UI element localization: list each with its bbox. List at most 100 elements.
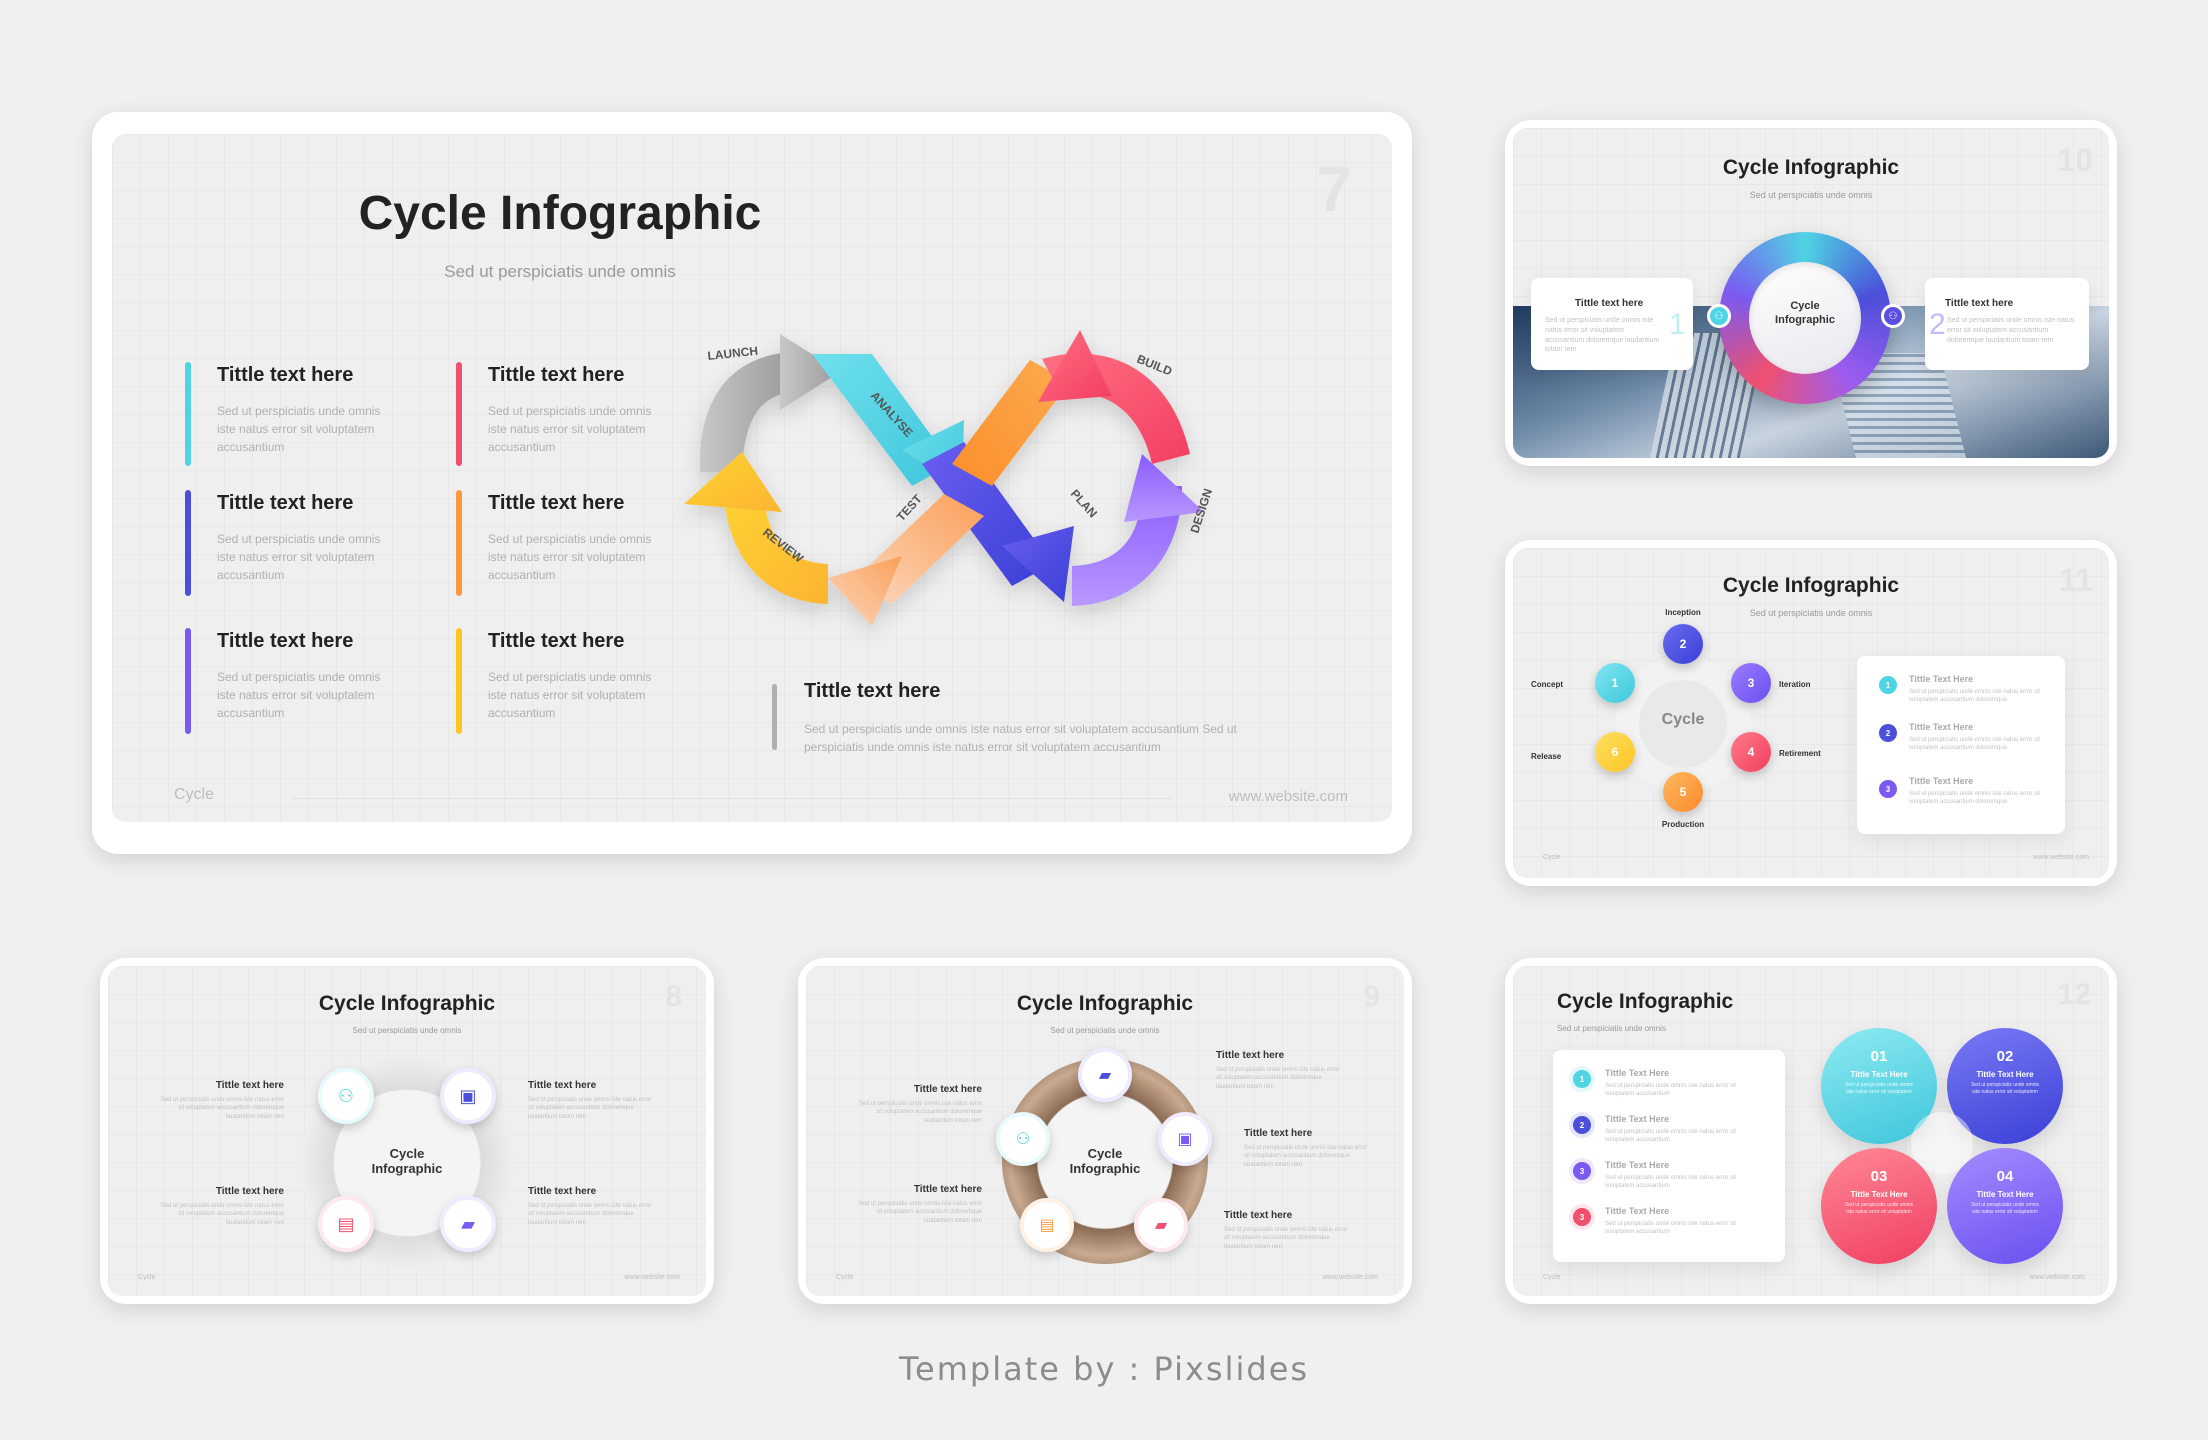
box-title: Tittle text here — [1575, 298, 1644, 309]
cycle-node-6: 6 — [1595, 732, 1635, 772]
item-title: Tittle text here — [488, 492, 625, 514]
item-body: Sed ut perspiciatis unde omnis iste natu… — [160, 1097, 284, 1120]
item-title: Tittle text here — [215, 1186, 284, 1197]
list-num: 2 — [1573, 1116, 1591, 1134]
box-number: 2 — [1929, 308, 1946, 341]
cycle-node-1: 1 — [1595, 663, 1635, 703]
node-label: Release — [1531, 752, 1562, 761]
item-body: Sed ut perspiciatis unde omnis iste natu… — [488, 670, 652, 720]
briefcase-icon: ▤ — [318, 1196, 374, 1252]
footer-left: Cycle — [174, 786, 215, 803]
list-num: 3 — [1573, 1208, 1591, 1226]
slide-11-card[interactable]: 11 Cycle Infographic Sed ut perspiciatis… — [1505, 540, 2117, 886]
footer-left: Cycle — [1543, 1274, 1561, 1281]
contact-icon: ▣ — [440, 1068, 496, 1124]
list-title: Tittle Text Here — [1909, 776, 1974, 786]
petal-body: Sed ut perspiciatis unde omnis iste natu… — [1970, 1202, 2040, 1215]
node-label: Retirement — [1779, 749, 1821, 758]
info-box-1: Tittle text here Sed ut perspiciatis und… — [1531, 278, 1693, 370]
item-bar — [456, 490, 462, 596]
petal-number: 04 — [1996, 1168, 2014, 1185]
footer-right: www.website.com — [624, 1274, 680, 1281]
cycle-node-5: 5 — [1663, 772, 1703, 812]
bottom-bar — [772, 684, 777, 750]
slide-7: 7 Cycle Infographic Sed ut perspiciatis … — [112, 134, 1392, 822]
cycle-node-3: 3 — [1731, 663, 1771, 703]
connector-icon: ⚇ — [1881, 304, 1905, 328]
item-bar — [185, 628, 191, 734]
box-body: Sed ut perspiciatis unde omnis iste natu… — [1947, 317, 2075, 344]
list-num: 3 — [1879, 780, 1897, 798]
cycle-center: Cycle — [1661, 711, 1705, 728]
slide-title: Cycle Infographic — [1722, 156, 1900, 179]
slide-title: Cycle Infographic — [318, 992, 496, 1015]
item-bar — [456, 362, 462, 466]
item-title: Tittle text here — [215, 1080, 284, 1091]
item-title: Tittle text here — [217, 364, 354, 386]
node-label: Inception — [1665, 608, 1701, 617]
item-body: Sed ut perspiciatis unde omnis iste natu… — [488, 532, 652, 582]
slide-subtitle: Sed ut perspiciatis unde omnis — [1749, 608, 1873, 618]
item-title: Tittle text here — [913, 1184, 982, 1195]
bottom-body: Sed ut perspiciatis unde omnis iste natu… — [804, 722, 1237, 754]
template-credit: Template by : Pixslides — [898, 1350, 1310, 1388]
item-title: Tittle text here — [913, 1084, 982, 1095]
footer-left: Cycle — [138, 1274, 156, 1281]
petal-number: 02 — [1996, 1048, 2014, 1065]
petal-title: Tittle Text Here — [1850, 1070, 1908, 1079]
slide-12-card[interactable]: 12 Cycle Infographic Sed ut perspiciatis… — [1505, 958, 2117, 1304]
slide-number: 11 — [2059, 562, 2093, 598]
item-body: Sed ut perspiciatis unde omnis iste natu… — [217, 670, 381, 720]
info-box-2: Tittle text here 2 Sed ut perspiciatis u… — [1925, 278, 2089, 370]
list-body: Sed ut perspiciatis unde omnis iste natu… — [1909, 791, 2041, 806]
slide-7-card[interactable]: 7 Cycle Infographic Sed ut perspiciatis … — [92, 112, 1412, 854]
slide-11: 11 Cycle Infographic Sed ut perspiciatis… — [1513, 548, 2109, 878]
box-body: Sed ut perspiciatis unde omnis iste natu… — [1545, 317, 1660, 354]
slide-10-card[interactable]: 10 Cycle Infographic Sed ut perspiciatis… — [1505, 120, 2117, 466]
petal-body: Sed ut perspiciatis unde omnis iste natu… — [1844, 1202, 1914, 1215]
slide-title: Cycle Infographic — [358, 187, 762, 240]
list-body: Sed ut perspiciatis unde omnis iste natu… — [1605, 1175, 1737, 1190]
item-body: Sed ut perspiciatis unde omnis iste natu… — [528, 1203, 652, 1226]
item-body: Sed ut perspiciatis unde omnis iste natu… — [1244, 1145, 1368, 1168]
cycle-label: Infographic — [1069, 1161, 1141, 1176]
cycle-node-4: 4 — [1731, 732, 1771, 772]
item-body: Sed ut perspiciatis unde omnis iste natu… — [1216, 1067, 1340, 1090]
item-bar — [456, 628, 462, 734]
cycle-node-2: 2 — [1663, 624, 1703, 664]
node-label: Iteration — [1779, 680, 1811, 689]
slide-number: 10 — [2057, 142, 2093, 178]
item-title: Tittle text here — [217, 630, 354, 652]
list-panel: 1 Tittle Text Here Sed ut perspiciatis u… — [1857, 656, 2065, 834]
list-num: 3 — [1573, 1162, 1591, 1180]
item-title: Tittle text here — [217, 492, 354, 514]
list-num: 1 — [1573, 1070, 1591, 1088]
item-body: Sed ut perspiciatis unde omnis iste natu… — [528, 1097, 652, 1120]
petal-body: Sed ut perspiciatis unde omnis iste natu… — [1844, 1082, 1914, 1095]
slide-8-card[interactable]: 8 Cycle Infographic Sed ut perspiciatis … — [100, 958, 714, 1304]
slide-subtitle: Sed ut perspiciatis unde omnis — [1050, 1026, 1160, 1035]
slide-10: 10 Cycle Infographic Sed ut perspiciatis… — [1513, 128, 2109, 458]
item-body: Sed ut perspiciatis unde omnis iste natu… — [858, 1101, 982, 1124]
list-title: Tittle Text Here — [1909, 722, 1974, 732]
slide-9-card[interactable]: 9 Cycle Infographic Sed ut perspiciatis … — [798, 958, 1412, 1304]
footer-left: Cycle — [836, 1274, 854, 1281]
petal-02 — [1947, 1028, 2063, 1144]
item-bar — [185, 490, 191, 596]
petal-title: Tittle Text Here — [1850, 1190, 1908, 1199]
item-title: Tittle text here — [528, 1186, 597, 1197]
folder-icon: ▰ — [1134, 1198, 1188, 1252]
footer-line — [292, 798, 1172, 799]
item-title: Tittle text here — [488, 630, 625, 652]
cycle-label: Infographic — [371, 1161, 443, 1176]
footer-right: www.website.com — [2033, 854, 2089, 861]
footer-right: www.website.com — [1228, 788, 1348, 805]
slide-title: Cycle Infographic — [1722, 574, 1900, 597]
petal-03 — [1821, 1148, 1937, 1264]
petal-title: Tittle Text Here — [1976, 1070, 2034, 1079]
item-title: Tittle text here — [1244, 1128, 1313, 1139]
slide-12: 12 Cycle Infographic Sed ut perspiciatis… — [1513, 966, 2109, 1296]
item-body: Sed ut perspiciatis unde omnis iste natu… — [160, 1203, 284, 1226]
slide-subtitle: Sed ut perspiciatis unde omnis — [352, 1026, 462, 1035]
